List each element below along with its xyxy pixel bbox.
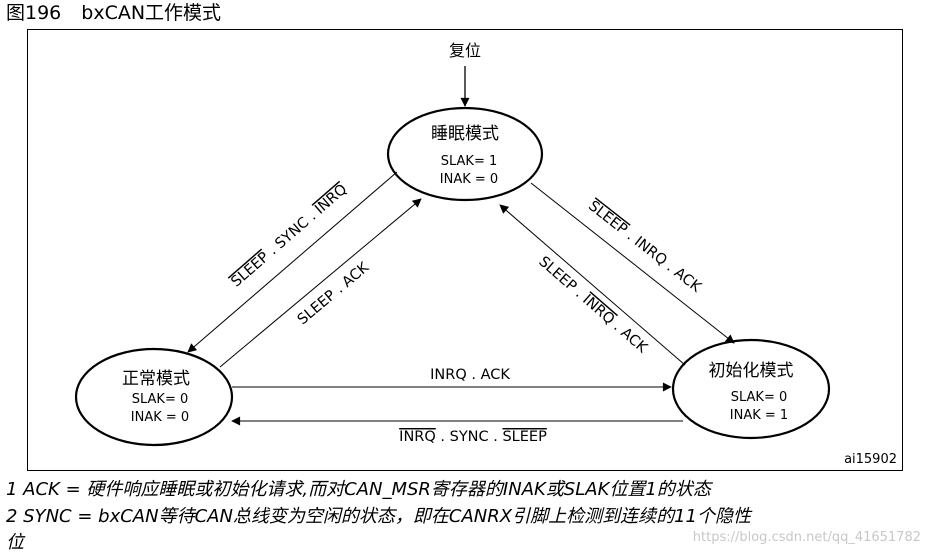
footnote-sync: 2 SYNC = bxCAN等待CAN总线变为空闲的状态，即在CANRX引脚上检… <box>6 506 752 527</box>
state-init-inak: INAK = 1 <box>730 408 788 423</box>
figure-title: 图196 bxCAN工作模式 <box>6 0 221 25</box>
state-init-title: 初始化模式 <box>709 361 794 381</box>
signal-text: . SYNC . <box>262 206 323 262</box>
signal-text: . ACK <box>607 316 650 357</box>
state-normal-inak: INAK = 0 <box>131 410 189 425</box>
signal-text: . INRQ . ACK <box>620 225 704 296</box>
arrow-sleep-to-init <box>530 182 735 344</box>
arrow-normal-to-sleep <box>219 198 422 368</box>
watermark: https://blog.csdn.net/qq_41651782 <box>692 530 921 545</box>
negated-signal: INRQ <box>399 429 436 445</box>
negated-signal: INRQ <box>312 182 350 218</box>
state-init-ellipse <box>671 338 831 440</box>
state-normal: 正常模式 SLAK= 0 INAK = 0 <box>74 347 234 447</box>
diagram-frame <box>27 29 903 471</box>
state-normal-ellipse <box>74 347 234 447</box>
state-sleep-ellipse <box>386 106 544 202</box>
state-sleep-inak: INAK = 0 <box>440 172 498 187</box>
label-normal-to-init: INRQ . ACK <box>430 367 510 383</box>
state-normal-slak: SLAK= 0 <box>132 392 189 407</box>
negated-signal: SLEEP <box>585 198 630 238</box>
reset-label: 复位 <box>449 41 481 60</box>
figure-id: ai15902 <box>844 452 897 467</box>
state-sleep-slak: SLAK= 1 <box>441 154 498 169</box>
figure-number: 图196 <box>6 2 62 24</box>
state-init-slak: SLAK= 0 <box>731 390 788 405</box>
label-sleep-to-normal: SLEEP . SYNC . INRQ <box>228 182 350 291</box>
label-init-to-sleep: SLEEP . INRQ . ACK <box>535 254 650 357</box>
negated-signal: SLEEP <box>502 429 547 445</box>
state-sleep-title: 睡眠模式 <box>431 124 499 144</box>
signal-text: INRQ . ACK <box>430 367 510 383</box>
footnote-ack: 1 ACK = 硬件响应睡眠或初始化请求,而对CAN_MSR寄存器的INAK或S… <box>6 479 711 500</box>
signal-text: . SYNC . <box>436 429 503 445</box>
label-normal-to-sleep: SLEEP . ACK <box>295 259 373 328</box>
footnote-sync-continued: 位 <box>6 532 24 553</box>
signal-text: SLEEP . ACK <box>295 259 373 328</box>
arrow-init-to-sleep <box>499 204 686 366</box>
figure-caption: bxCAN工作模式 <box>81 2 222 24</box>
state-normal-title: 正常模式 <box>122 369 190 389</box>
label-init-to-normal: INRQ . SYNC . SLEEP <box>399 429 547 445</box>
arrow-sleep-to-normal <box>187 171 398 353</box>
state-sleep: 睡眠模式 SLAK= 1 INAK = 0 <box>386 106 544 202</box>
signal-text: SLEEP . <box>535 254 589 304</box>
label-sleep-to-init: SLEEP . INRQ . ACK <box>585 198 704 296</box>
state-init: 初始化模式 SLAK= 0 INAK = 1 <box>671 338 831 440</box>
